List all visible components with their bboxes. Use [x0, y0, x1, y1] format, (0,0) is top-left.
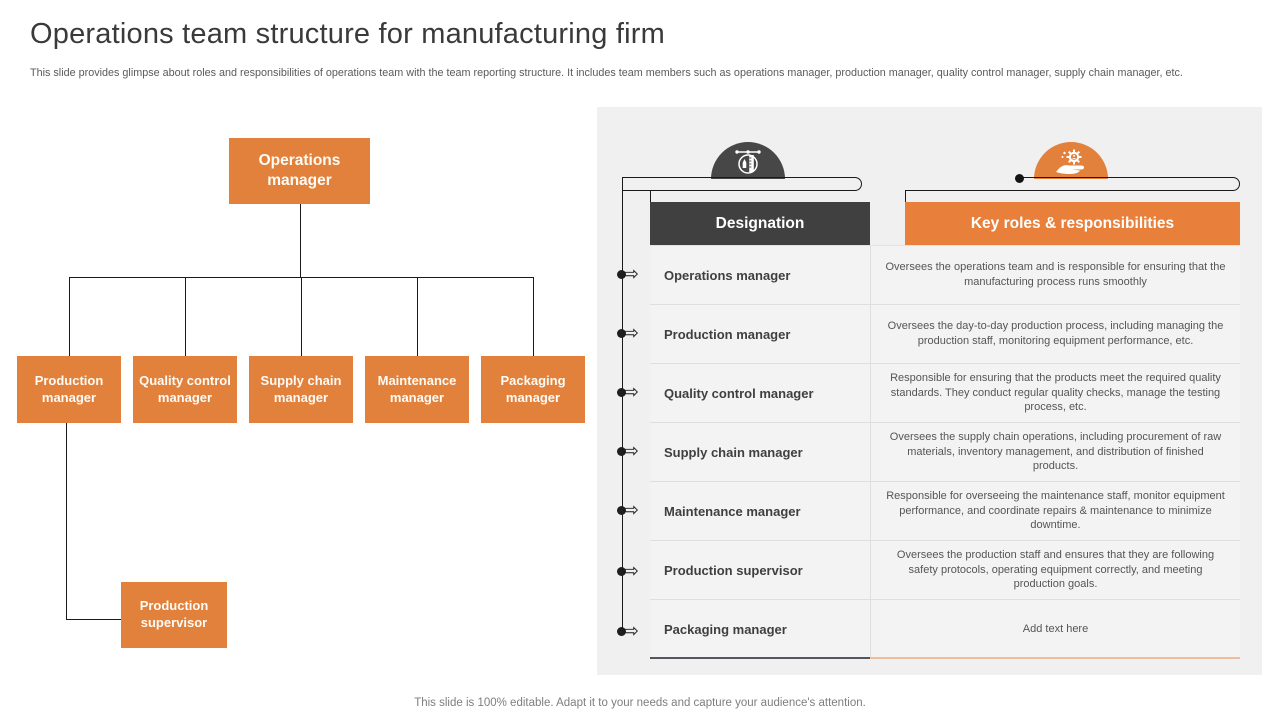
org-node-supply-chain-manager: Supply chain manager [249, 356, 353, 423]
arrow-right-icon: ⇨ [623, 621, 639, 642]
arrow-right-icon: ⇨ [623, 441, 639, 462]
arrow-right-icon: ⇨ [623, 264, 639, 285]
table-row-designation: Production manager [650, 305, 870, 364]
org-connector-trunk [300, 204, 301, 277]
page-title: Operations team structure for manufactur… [30, 18, 665, 50]
roles-table: Operations manager Oversees the operatio… [650, 245, 1240, 659]
hand-gear-icon [1056, 149, 1084, 174]
bullet-dot-icon [617, 329, 626, 338]
org-connector-drop [69, 277, 70, 356]
roles-callout-underline [905, 190, 1023, 191]
roles-column-header: Key roles & responsibilities [905, 202, 1240, 245]
table-row-designation: Packaging manager [650, 600, 870, 659]
slide-footer-note: This slide is 100% editable. Adapt it to… [414, 697, 866, 709]
table-row-description placeholder-text[interactable]: Add text here [870, 600, 1240, 659]
table-row-description: Oversees the supply chain operations, in… [870, 423, 1240, 482]
slide-subtitle: This slide provides glimpse about roles … [30, 67, 1183, 79]
org-node-production-manager: Production manager [17, 356, 121, 423]
org-connector-drop [533, 277, 534, 356]
pen-tool-icon [735, 150, 761, 174]
table-row-description: Responsible for ensuring that the produc… [870, 364, 1240, 423]
designation-callout-drop [650, 191, 651, 202]
org-connector-drop [185, 277, 186, 356]
arrow-right-icon: ⇨ [623, 323, 639, 344]
bullet-dot-icon [617, 388, 626, 397]
designation-column-header: Designation [650, 202, 870, 245]
org-node-quality-control-manager: Quality control manager [133, 356, 237, 423]
bullet-dot-icon [617, 567, 626, 576]
org-node-packaging-manager: Packaging manager [481, 356, 585, 423]
bullet-dot-icon [617, 506, 626, 515]
arrow-right-icon: ⇨ [623, 500, 639, 521]
roles-callout-dot [1015, 174, 1024, 183]
table-row-description: Oversees the operations team and is resp… [870, 246, 1240, 305]
bullet-dot-icon [617, 447, 626, 456]
roles-callout-drop [905, 191, 906, 202]
designation-column-underline [650, 657, 870, 659]
bullet-dot-icon [617, 627, 626, 636]
bullet-dot-icon [617, 270, 626, 279]
org-connector-drop [417, 277, 418, 356]
designation-callout-line [622, 177, 862, 191]
org-node-production-supervisor: Production supervisor [121, 582, 227, 648]
roles-column-underline [870, 657, 1240, 659]
org-connector-drop [301, 277, 302, 356]
arrow-right-icon: ⇨ [623, 382, 639, 403]
org-node-operations-manager: Operations manager [229, 138, 370, 204]
roles-callout-line [1022, 177, 1240, 191]
table-row-description: Responsible for overseeing the maintenan… [870, 482, 1240, 541]
table-row-designation: Supply chain manager [650, 423, 870, 482]
table-row-designation: Production supervisor [650, 541, 870, 600]
org-connector-elbow-vertical [66, 423, 67, 620]
table-row-designation: Operations manager [650, 246, 870, 305]
org-connector-elbow-horizontal [66, 619, 121, 620]
table-row-designation: Maintenance manager [650, 482, 870, 541]
table-row-description: Oversees the day-to-day production proce… [870, 305, 1240, 364]
table-row-designation: Quality control manager [650, 364, 870, 423]
table-row-description: Oversees the production staff and ensure… [870, 541, 1240, 600]
bullet-rail-line [622, 178, 623, 632]
org-node-maintenance-manager: Maintenance manager [365, 356, 469, 423]
arrow-right-icon: ⇨ [623, 561, 639, 582]
